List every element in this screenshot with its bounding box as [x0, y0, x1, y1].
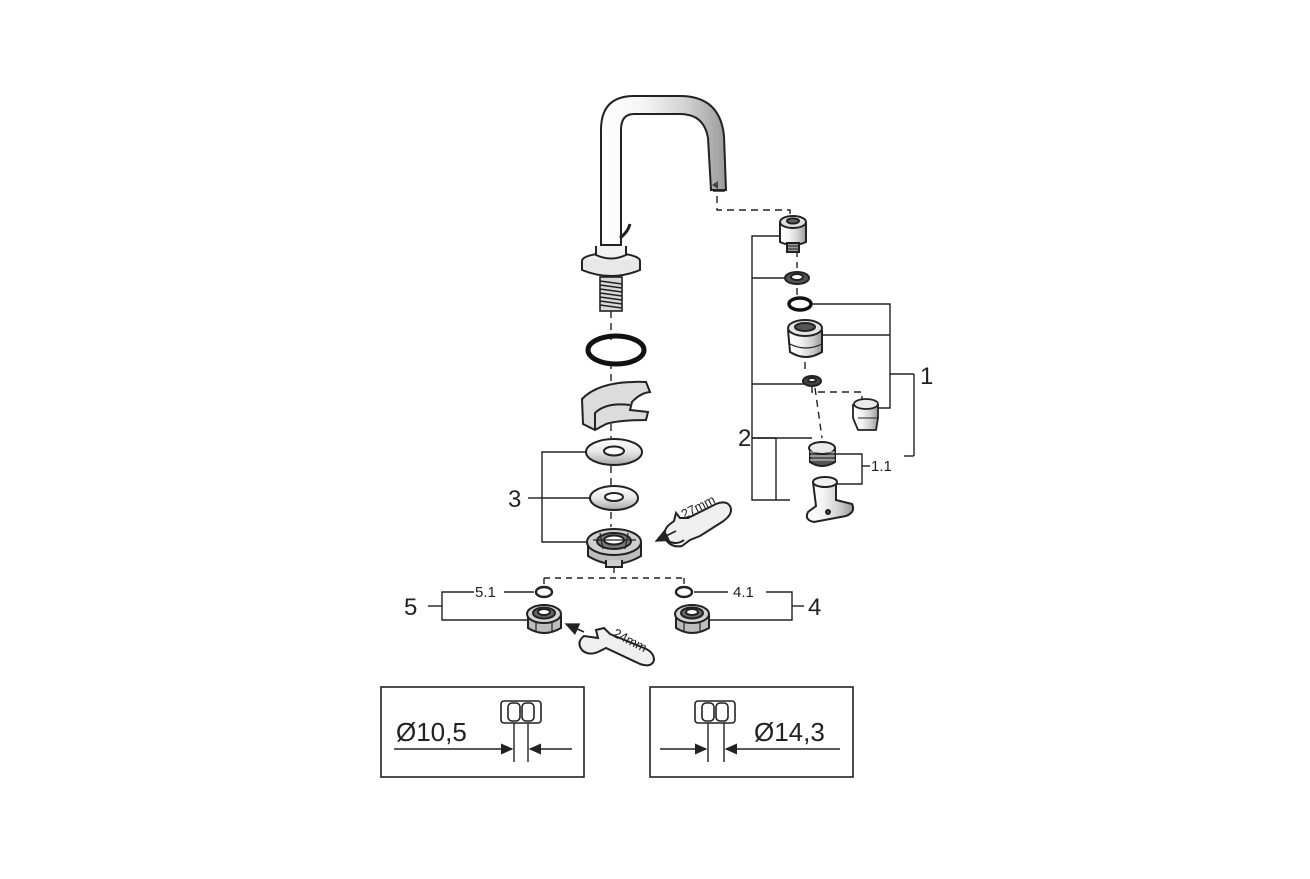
washer-lower	[589, 485, 639, 511]
threaded-insert	[808, 441, 836, 467]
pipe-connector-icon-right	[694, 700, 736, 724]
small-nut	[802, 375, 822, 387]
callout-4-1-label: 4.1	[733, 584, 754, 601]
nut-4	[674, 604, 710, 634]
adapter-fitting	[852, 398, 879, 431]
callout-4-bracket	[694, 591, 804, 621]
horseshoe-spacer	[580, 380, 652, 432]
dimension-left-label: Ø10,5	[396, 717, 467, 747]
aerator-key	[805, 476, 855, 524]
spout	[600, 95, 728, 246]
spout-logo-mark	[712, 181, 718, 189]
callout-3-bracket	[528, 451, 590, 543]
callout-1-bracket	[812, 303, 915, 457]
pipe-connector-icon-left	[500, 700, 542, 724]
callout-2-label: 2	[738, 425, 751, 452]
callout-4-label: 4	[808, 594, 821, 621]
dimension-box-left: Ø10,5	[380, 686, 585, 778]
threaded-shank	[599, 276, 623, 312]
wrench-24mm	[578, 626, 656, 667]
aerator-housing	[779, 215, 807, 253]
dimension-lines-left	[394, 723, 572, 762]
dimension-right-label: Ø14,3	[754, 717, 825, 747]
callout-1-1-label: 1.1	[871, 458, 892, 475]
aerator-seal	[784, 271, 810, 285]
callout-5-bracket	[428, 591, 534, 621]
dimension-box-right: Ø14,3	[649, 686, 854, 778]
callout-3-label: 3	[508, 486, 521, 513]
callout-1-label: 1	[920, 363, 933, 390]
fixing-nut	[586, 528, 642, 568]
wrench-24mm-arrow	[564, 623, 585, 636]
spout-handle-mark	[619, 223, 632, 240]
aerator-insert	[787, 319, 823, 358]
spout-base	[581, 246, 641, 277]
callout-1-1-bracket	[836, 453, 870, 485]
nut-5	[526, 604, 562, 634]
washer-4-1	[674, 585, 694, 599]
callout-5-label: 5	[404, 594, 417, 621]
callout-2-bracket	[751, 235, 812, 501]
callout-5-1-label: 5.1	[475, 584, 496, 601]
wrench-27mm-arrow	[654, 529, 677, 542]
assembly-axis-branch	[543, 567, 685, 584]
washer-upper	[585, 438, 643, 466]
small-o-ring	[787, 296, 813, 312]
large-o-ring	[585, 333, 647, 367]
dimension-lines-right	[660, 723, 840, 762]
washer-5-1	[534, 585, 554, 599]
